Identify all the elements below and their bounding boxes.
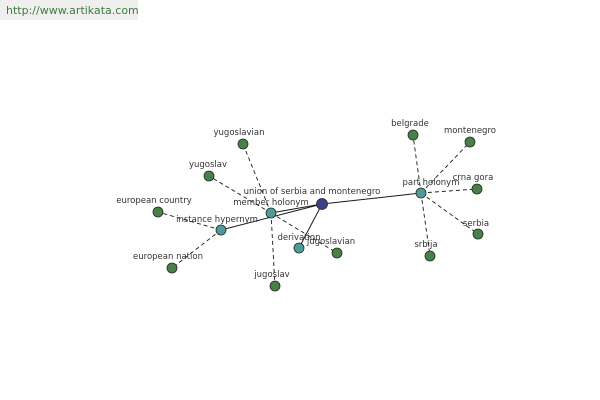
relation-label-derivation: derivation [277,233,320,243]
leaf-node-montenegro[interactable] [464,136,476,148]
edge-member-holonym-yugoslav [208,175,272,214]
edge-center-member-holonym [270,203,323,214]
center-label: union of serbia and montenegro [244,187,381,197]
relation-label-member-holonym: member holonym [233,198,308,208]
node-layer [152,129,484,292]
leaf-node-yugoslavian[interactable] [237,138,249,150]
edge-member-holonym-yugoslavian [242,143,272,214]
leaf-label-european-nation: european nation [133,252,203,262]
leaf-label-yugoslavian: yugoslavian [214,128,265,138]
edge-center-derivation [298,203,323,249]
edge-part-holonym-serbia [420,192,479,235]
leaf-node-crna-gora[interactable] [471,183,483,195]
leaf-label-srbija: srbija [414,240,437,250]
edge-layer [157,134,479,287]
watermark-banner: http://www.artikata.com [0,0,139,20]
relation-node-instance-hypernym[interactable] [215,224,227,236]
relation-label-instance-hypernym: instance hypernym [176,215,258,225]
leaf-label-belgrade: belgrade [391,119,429,129]
edge-member-holonym-jugoslav [270,212,276,287]
edge-part-holonym-crna-gora [420,188,478,194]
leaf-label-serbia: serbia [463,219,489,229]
leaf-label-yugoslav: yugoslav [189,160,227,170]
leaf-node-yugoslav[interactable] [203,170,215,182]
edge-part-holonym-srbija [420,192,431,257]
leaf-node-european-country[interactable] [152,206,164,218]
relation-node-member-holonym[interactable] [265,207,277,219]
leaf-label-montenegro: montenegro [444,126,496,136]
edge-instance-hypernym-european-nation [171,229,222,269]
leaf-node-jugoslav[interactable] [269,280,281,292]
edge-center-part-holonym [321,192,422,205]
leaf-node-jugoslavian[interactable] [331,247,343,259]
edge-instance-hypernym-european-country [157,211,222,231]
leaf-node-serbia[interactable] [472,228,484,240]
label-layer: yugoslavian yugoslav jugoslav jugoslavian eu… [116,119,496,280]
leaf-label-crna-gora: crna gora [453,173,494,183]
edge-part-holonym-montenegro [420,141,471,194]
edge-part-holonym-belgrade [412,134,422,194]
watermark-url[interactable]: http://www.artikata.com [6,4,139,17]
edge-member-holonym-jugoslavian [270,212,338,254]
relation-label-part-holonym: part holonym [403,178,460,188]
leaf-node-european-nation[interactable] [166,262,178,274]
leaf-node-belgrade[interactable] [407,129,419,141]
leaf-label-jugoslav: jugoslav [253,270,289,280]
leaf-label-jugoslavian: jugoslavian [306,237,355,247]
relation-node-part-holonym[interactable] [415,187,427,199]
leaf-label-european-country: european country [116,196,192,206]
center-node[interactable] [316,198,328,210]
leaf-node-srbija[interactable] [424,250,436,262]
relation-node-derivation[interactable] [293,242,305,254]
